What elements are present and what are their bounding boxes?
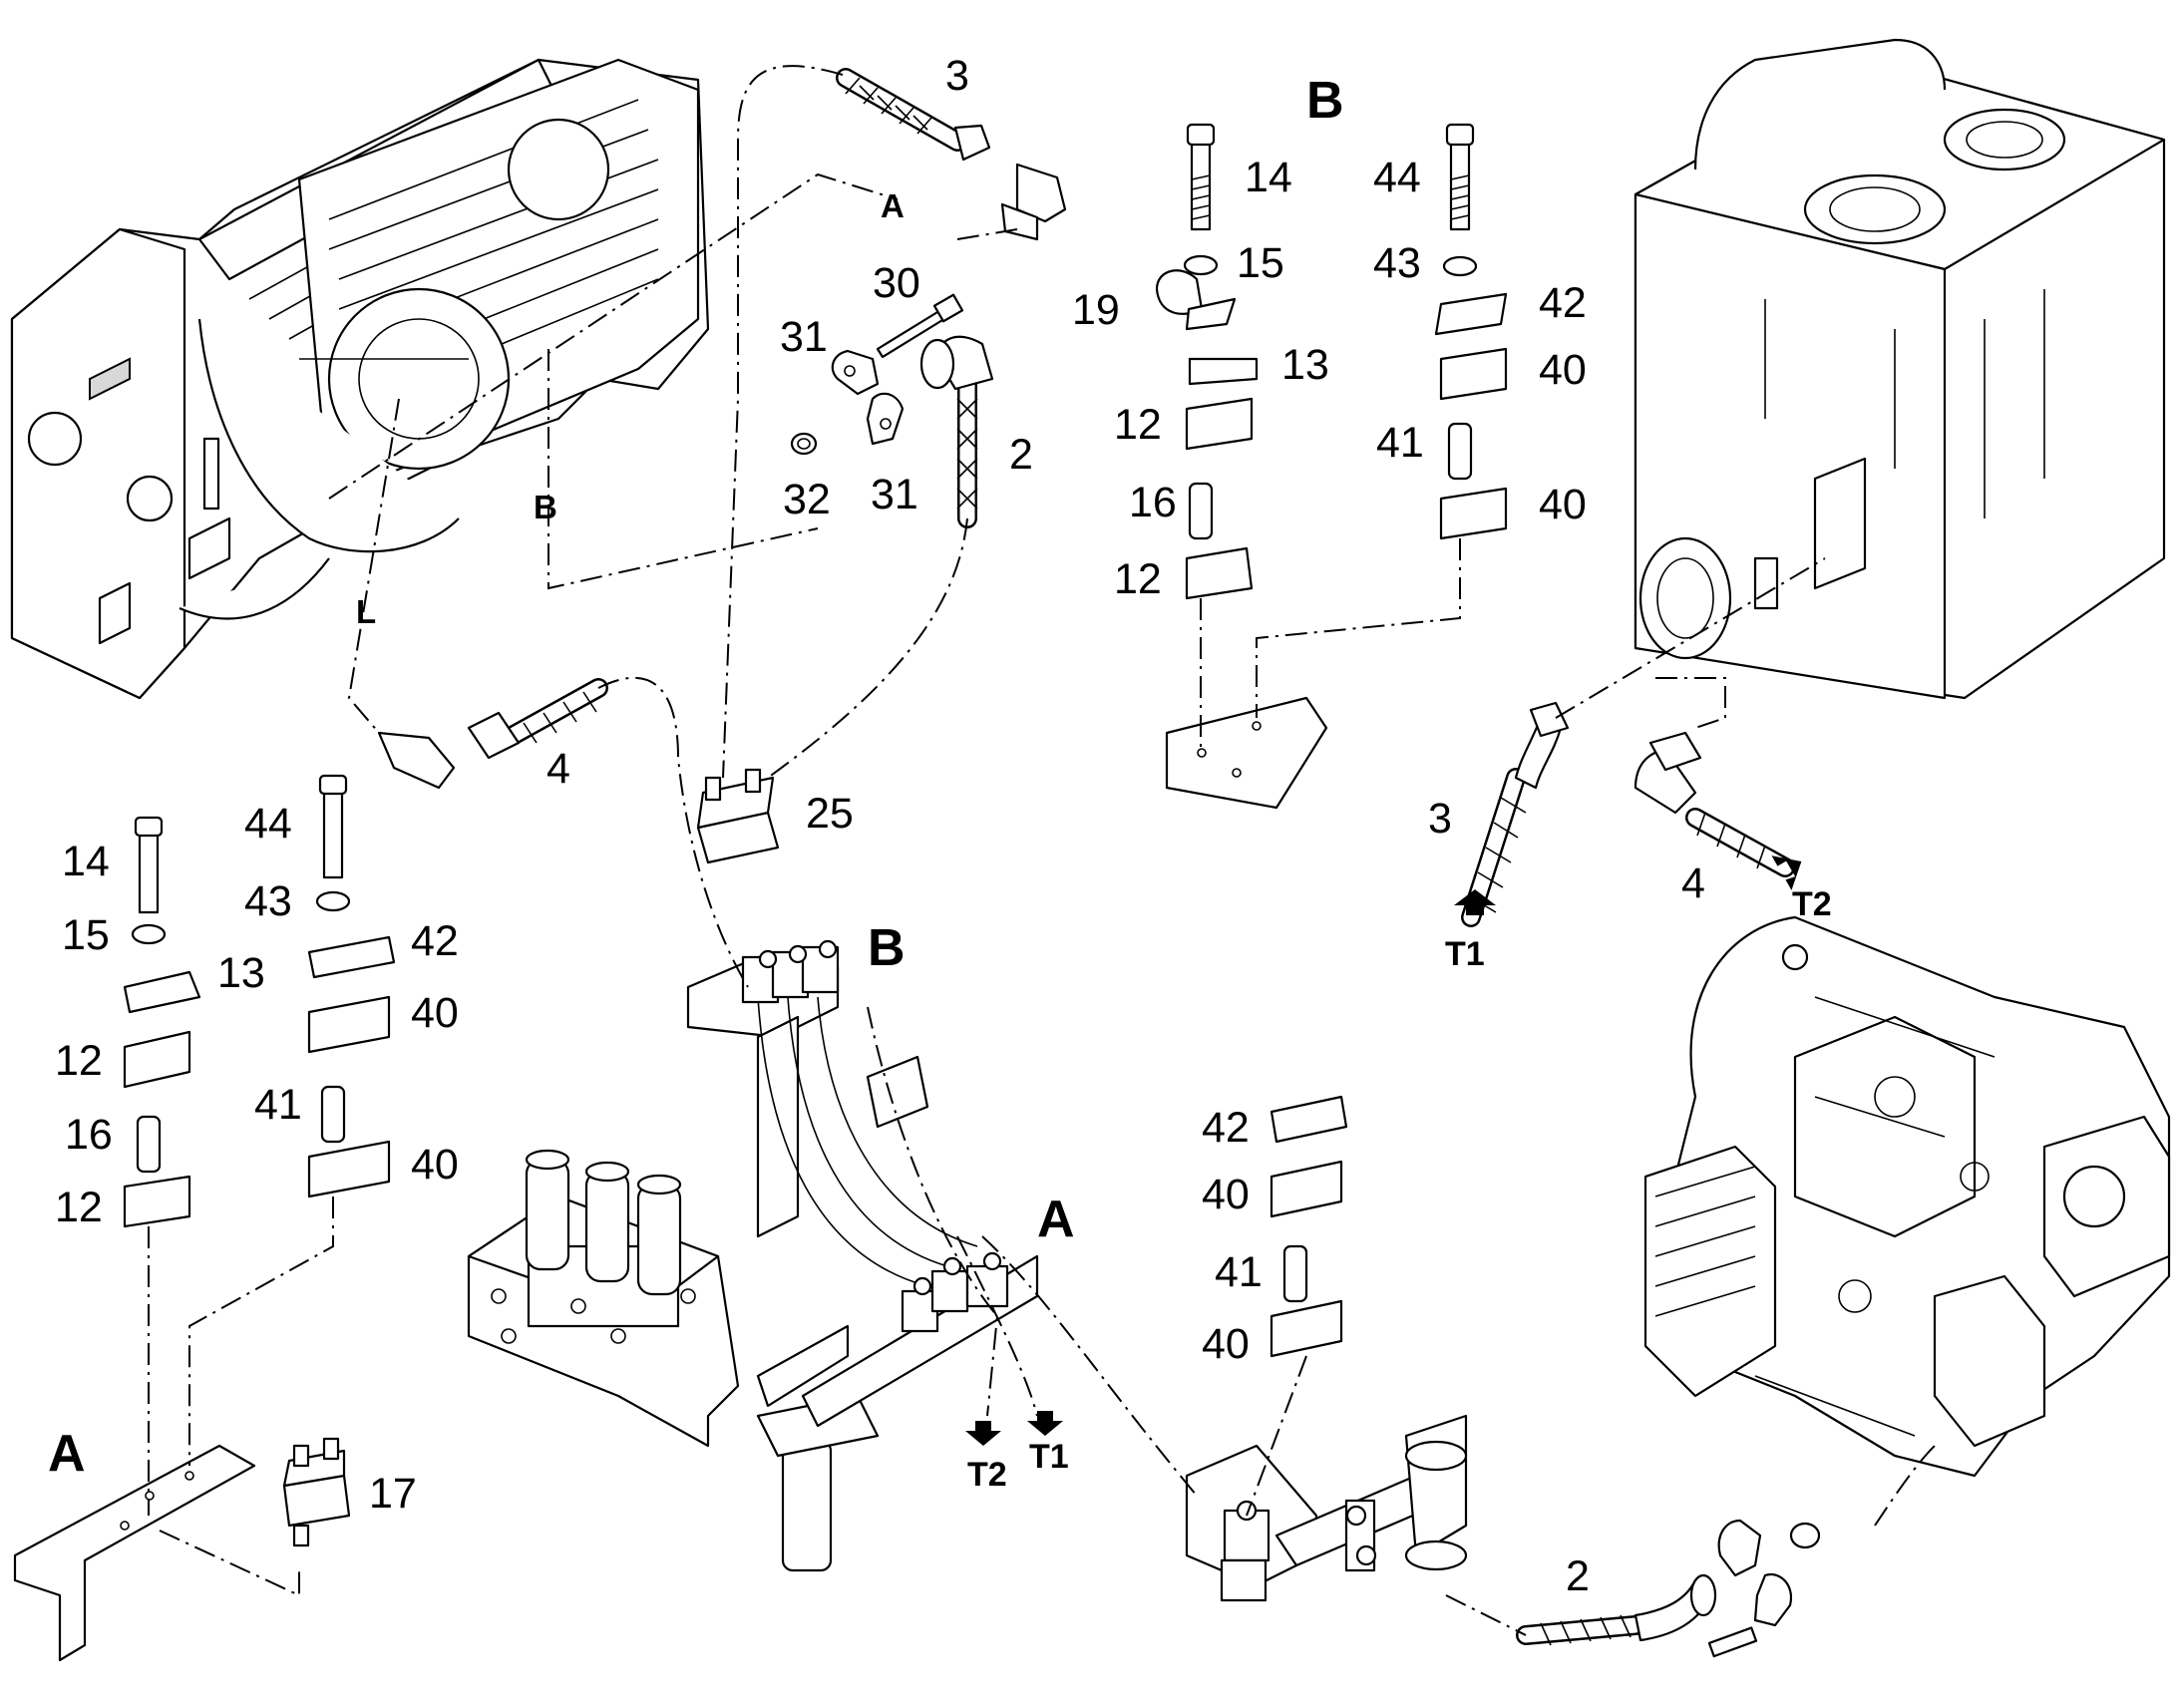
- callout-12-top-lower: 12: [1114, 555, 1162, 603]
- hydraulic-tank: [1634, 38, 2166, 700]
- clamp-group-b: [741, 939, 840, 1004]
- routing-lines: [148, 65, 1936, 1636]
- clamp-stack-middle: [1270, 1095, 1348, 1358]
- callout-30: 30: [873, 259, 920, 307]
- callout-32: 32: [783, 476, 831, 523]
- callout-40-left-upper: 40: [411, 989, 459, 1037]
- callout-31-lower: 31: [871, 471, 918, 518]
- callout-15-top: 15: [1237, 239, 1284, 287]
- callout-40-mid-upper: 40: [1202, 1171, 1250, 1218]
- port-label-t2-right: T2: [1792, 885, 1832, 923]
- port-label-t2-bottom: T2: [967, 1456, 1007, 1494]
- control-valve: [467, 1149, 1039, 1572]
- callout-41-mid: 41: [1215, 1248, 1263, 1296]
- callout-12-left-lower: 12: [55, 1184, 103, 1231]
- view-label-b-mid: B: [868, 919, 906, 977]
- port-label-t1-bottom: T1: [1029, 1438, 1069, 1476]
- callout-17: 17: [369, 1470, 417, 1518]
- split-flange-31-lower: [866, 392, 905, 446]
- bolt-30: [876, 293, 964, 359]
- clamp-group-bottom-right: [1220, 1500, 1271, 1602]
- callout-4-left: 4: [546, 745, 570, 793]
- callout-41-left: 41: [254, 1081, 302, 1129]
- callout-42-mid: 42: [1202, 1104, 1250, 1152]
- callout-25: 25: [806, 790, 854, 838]
- arrow-t1-bottom: [1027, 1411, 1063, 1436]
- route-label-b: B: [534, 489, 557, 525]
- oring-32: [790, 432, 818, 456]
- callout-15-left: 15: [62, 911, 110, 959]
- manifold-pipes: [686, 955, 978, 1287]
- flange-bracket: [1185, 1414, 1468, 1587]
- clamp-stack-left-2: [307, 774, 396, 1198]
- hose-4-left: [377, 678, 608, 790]
- callout-14-left: 14: [62, 838, 110, 885]
- route-labels: A B L: [356, 187, 905, 630]
- callout-19-top: 19: [1072, 286, 1120, 334]
- callout-41-top: 41: [1376, 419, 1424, 467]
- view-label-b-top: B: [1306, 72, 1344, 130]
- hose-3-top: [836, 68, 1067, 241]
- callout-2-upper: 2: [1009, 431, 1033, 479]
- clamp-group-a: [901, 1251, 1009, 1333]
- callout-43-top: 43: [1373, 239, 1421, 287]
- callout-12-left-upper: 12: [55, 1037, 103, 1085]
- hose-3-right: [1461, 701, 1570, 927]
- hose-4-right: [1634, 731, 1795, 877]
- view-label-a-mid: A: [1037, 1191, 1075, 1248]
- view-labels: B B A A: [48, 72, 1344, 1483]
- arrow-t1-right: [1454, 889, 1496, 915]
- callout-2-bottom: 2: [1566, 1552, 1590, 1600]
- callout-40-left-lower: 40: [411, 1141, 459, 1189]
- callout-40-mid-lower: 40: [1202, 1320, 1250, 1368]
- hose-2-upper: [919, 335, 994, 528]
- pump-assembly: [1643, 915, 2171, 1478]
- split-flange-31-upper: [831, 349, 880, 396]
- hose-2-bottom: [1516, 1573, 1717, 1646]
- callout-labels: 3 14 15 19 13 12 16 12 44 43 42 40 41 40…: [55, 52, 1705, 1600]
- callout-14-top: 14: [1245, 154, 1292, 201]
- flange-parts-bottom: [1707, 1519, 1821, 1658]
- callout-44-top: 44: [1373, 154, 1421, 201]
- callout-3-top: 3: [945, 52, 969, 100]
- callout-44-left: 44: [244, 800, 292, 848]
- view-label-a-left: A: [48, 1425, 86, 1483]
- port-labels: T1 T2 T2 T1: [967, 885, 1832, 1494]
- clamp-stack-top-2: [1434, 123, 1508, 540]
- bracket-plate-right: [1165, 696, 1328, 810]
- route-label-a: A: [881, 187, 905, 224]
- callout-12-top-upper: 12: [1114, 401, 1162, 449]
- clamp-17: [282, 1437, 351, 1547]
- clamp-stack-top-1: [1155, 123, 1259, 600]
- callout-31-upper: 31: [780, 313, 828, 361]
- callout-42-top: 42: [1539, 279, 1587, 327]
- callout-4-right: 4: [1681, 859, 1705, 907]
- clamp-stack-left-1: [123, 816, 201, 1228]
- callout-40-top-lower: 40: [1539, 481, 1587, 528]
- callout-43-left: 43: [244, 877, 292, 925]
- callout-42-left: 42: [411, 917, 459, 965]
- arrow-t2-bottom: [965, 1421, 1001, 1446]
- callout-3-right: 3: [1428, 795, 1452, 843]
- callout-40-top-upper: 40: [1539, 346, 1587, 394]
- route-label-l: L: [356, 593, 376, 630]
- callout-16-left: 16: [65, 1111, 113, 1159]
- clamp-block-25: [696, 768, 780, 864]
- port-label-t1-right: T1: [1445, 935, 1485, 973]
- port-arrows: [965, 855, 1802, 1446]
- callout-13-top: 13: [1281, 341, 1329, 389]
- callout-16-top: 16: [1129, 479, 1177, 526]
- arrow-t2-right: [1771, 855, 1802, 890]
- callout-13-left: 13: [217, 949, 265, 997]
